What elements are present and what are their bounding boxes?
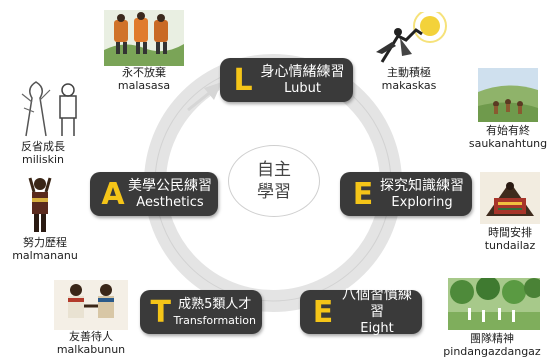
lubut-zh: 身心情緒練習 — [260, 63, 345, 80]
makaskas-en: makaskas — [381, 79, 437, 92]
caption-malasasa: 永不放棄 malasasa — [104, 66, 184, 92]
saukanahtung-en: saukanahtung — [468, 137, 548, 150]
center-line2: 學習 — [257, 182, 291, 202]
malmananu-en: malmananu — [12, 249, 78, 262]
letter-a: A — [101, 176, 125, 212]
malasasa-zh: 永不放棄 — [122, 66, 166, 79]
workers-illustration-icon — [104, 10, 184, 66]
village-illustration-icon — [478, 68, 538, 122]
aesthetics-zh: 美學公民練習 — [128, 177, 212, 194]
greeting-illustration-icon — [54, 280, 128, 330]
letter-l: L — [233, 62, 253, 98]
warrior-illustration-icon — [28, 177, 52, 232]
box-lubut: L 身心情緒練習 Lubut — [220, 58, 353, 102]
caption-malmananu: 努力歷程 malmananu — [6, 236, 84, 262]
center-autonomous-learning: 自主 學習 — [228, 145, 320, 217]
tundailaz-zh: 時間安排 — [488, 226, 532, 239]
malmananu-zh: 努力歷程 — [23, 236, 67, 249]
caption-pindangazdangaz: 團隊精神 pindangazdangaz — [436, 332, 548, 358]
miliskin-zh: 反省成長 — [21, 140, 65, 153]
weaving-illustration-icon — [480, 172, 540, 224]
letter-e-eight: E — [312, 294, 334, 330]
saukanahtung-zh: 有始有終 — [486, 124, 530, 137]
pindangazdangaz-en: pindangazdangaz — [443, 345, 541, 358]
malkabunun-en: malkabunun — [56, 343, 126, 356]
letter-t: T — [150, 294, 171, 330]
exploring-zh: 探究知識練習 — [380, 177, 464, 194]
malkabunun-zh: 友善待人 — [69, 330, 113, 343]
caption-tundailaz: 時間安排 tundailaz — [470, 226, 550, 252]
tree-sketch-illustration-icon — [21, 81, 77, 137]
transformation-en: Transformation — [173, 313, 256, 327]
box-aesthetics: A 美學公民練習 Aesthetics — [90, 172, 218, 216]
malasasa-en: malasasa — [117, 79, 171, 92]
exploring-en: Exploring — [391, 194, 453, 210]
pindangazdangaz-zh: 團隊精神 — [470, 332, 514, 345]
aesthetics-en: Aesthetics — [136, 194, 204, 210]
box-exploring: E 探究知識練習 Exploring — [340, 172, 472, 216]
miliskin-en: miliskin — [21, 153, 64, 166]
lubut-en: Lubut — [284, 80, 321, 96]
box-eight: E 八個習慣練習 Eight — [300, 287, 422, 336]
caption-miliskin: 反省成長 miliskin — [6, 140, 80, 166]
eight-zh: 八個習慣練習 — [342, 287, 412, 320]
box-transformation: T 成熟5類人才 Transformation — [140, 290, 262, 334]
explorer-illustration-icon — [376, 12, 447, 63]
letter-e-exploring: E — [352, 176, 374, 212]
eight-en: Eight — [360, 321, 394, 336]
caption-malkabunun: 友善待人 malkabunun — [44, 330, 138, 356]
caption-makaskas: 主動積極 makaskas — [366, 66, 452, 92]
makaskas-zh: 主動積極 — [387, 66, 431, 79]
forest-team-illustration-icon — [448, 278, 540, 330]
caption-saukanahtung: 有始有終 saukanahtung — [466, 124, 550, 150]
transformation-zh: 成熟5類人才 — [178, 296, 252, 312]
tundailaz-en: tundailaz — [484, 239, 536, 252]
center-line1: 自主 — [257, 160, 291, 180]
